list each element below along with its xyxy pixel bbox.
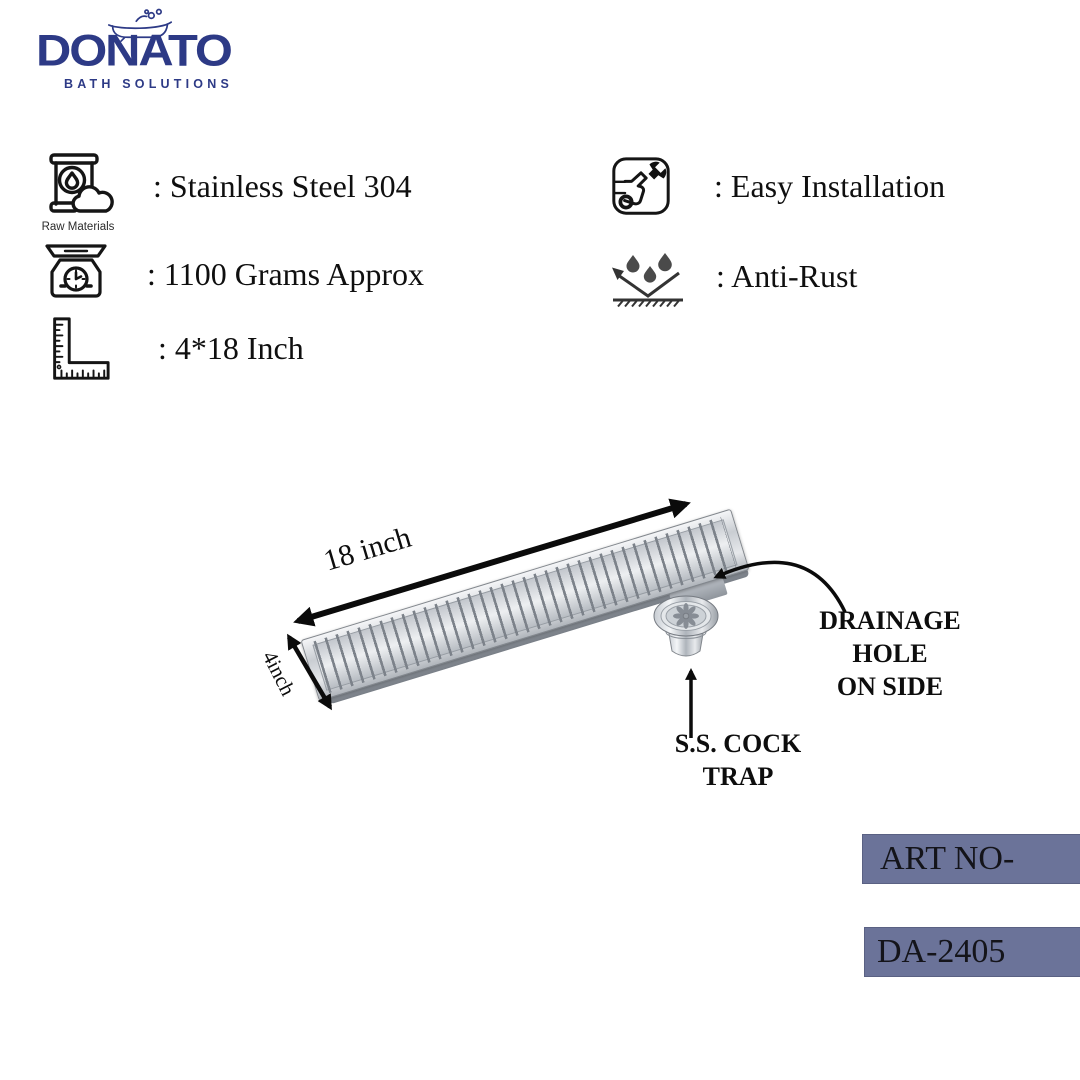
brand-name: DONATO [36, 24, 233, 75]
raw-materials-caption: Raw Materials [41, 221, 115, 233]
feature-antirust: : Anti-Rust [716, 258, 858, 294]
art-no-value: DA-2405 [877, 933, 1006, 970]
feature-installation: : Easy Installation [714, 168, 946, 204]
raw-materials-icon [40, 152, 116, 223]
feature-weight: : 1100 Grams Approx [147, 256, 425, 292]
bathtub-icon [107, 8, 173, 42]
width-dimension-label: 4inch [257, 647, 301, 700]
trap-note-line1: S.S. COCK [674, 729, 802, 758]
feature-material: : Stainless Steel 304 [153, 168, 412, 204]
anti-rust-icon [609, 246, 687, 315]
art-no-label: ART NO- [880, 840, 1015, 877]
cock-trap-image [653, 595, 719, 657]
trap-note: S.S. COCK TRAP [662, 727, 814, 793]
trap-note-line2: TRAP [702, 762, 774, 791]
brand-tagline: BATH SOLUTIONS [64, 77, 233, 91]
art-no-value-box: DA-2405 [864, 927, 1080, 977]
drainage-note: DRAINAGE HOLE ON SIDE [788, 604, 992, 703]
drainage-note-line2: ON SIDE [836, 672, 944, 701]
easy-installation-icon [611, 156, 671, 221]
art-no-label-box: ART NO- [862, 834, 1080, 884]
measuring-square-icon [42, 315, 112, 390]
weighing-scale-icon [40, 243, 112, 310]
length-dimension-label: 18 inch [320, 520, 415, 578]
drainage-note-line1: DRAINAGE HOLE [819, 606, 961, 668]
feature-size: : 4*18 Inch [158, 330, 304, 366]
